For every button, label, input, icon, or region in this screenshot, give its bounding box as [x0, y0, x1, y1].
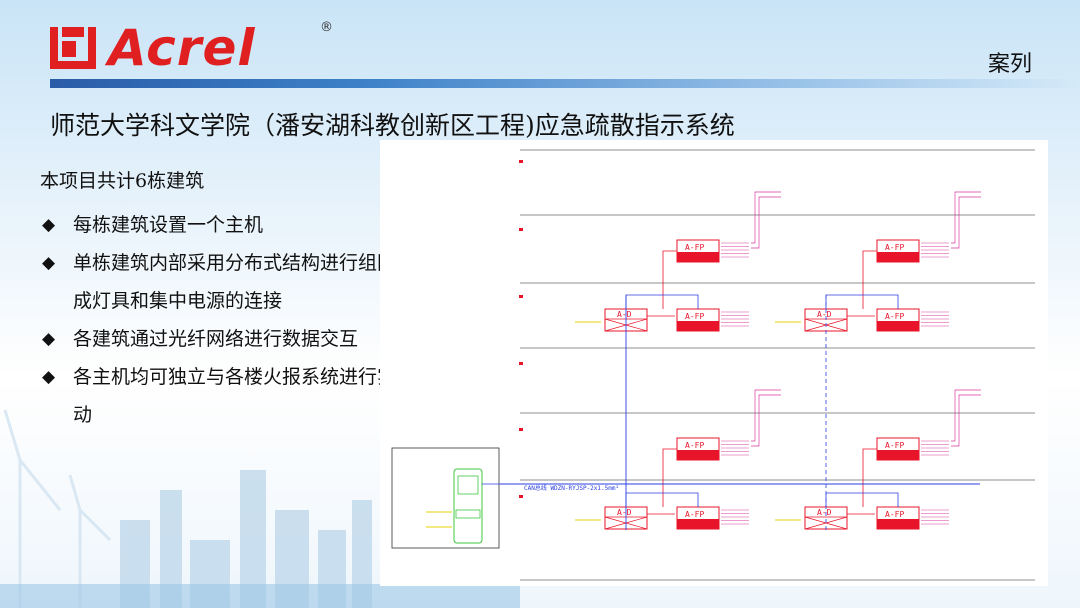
host-panel	[391, 447, 500, 549]
fp-box-label: A-FP	[885, 243, 904, 252]
bullet-text: 单栋建筑内部采用分布式结构进行组网，完成灯具和集中电源的连接	[73, 252, 435, 312]
link-line	[862, 250, 877, 309]
fp-box-label: A-FP	[685, 510, 704, 519]
bullet-text: 各建筑通过光纤网络进行数据交互	[73, 328, 359, 350]
riser-line	[751, 191, 781, 244]
header-divider	[50, 79, 1080, 88]
can-bus-label: CAN总线 WDZN-RYJSP-2x1.5mm²	[524, 484, 619, 492]
d-box-label: A-D	[817, 310, 832, 319]
riser-line	[951, 394, 981, 447]
bullet-text: 每栋建筑设置一个主机	[73, 214, 264, 236]
fp-box-fill	[877, 450, 919, 460]
page-title: 师范大学科文学院（潘安湖科教创新区工程)应急疏散指示系统	[50, 111, 735, 140]
floor-marker	[519, 295, 523, 298]
link-line	[862, 448, 877, 507]
fp-box-label: A-FP	[685, 312, 704, 321]
fp-box-label: A-FP	[685, 441, 704, 450]
brand-logo: Acrel ®	[48, 19, 333, 77]
bullet-item: ◆ 各主机均可独立与各楼火报系统进行实时联动	[40, 358, 450, 434]
diamond-bullet-icon: ◆	[42, 367, 56, 387]
project-description: 本项目共计6栋建筑 ◆ 每栋建筑设置一个主机 ◆ 单栋建筑内部采用分布式结构进行…	[40, 166, 450, 434]
bullet-text: 各主机均可独立与各楼火报系统进行实时联动	[73, 366, 435, 426]
fp-box-fill	[677, 321, 719, 331]
floor-marker	[519, 362, 523, 365]
bus-drop-line	[625, 294, 699, 309]
intro-text: 本项目共计6栋建筑	[40, 170, 205, 192]
riser-line	[951, 191, 981, 244]
acrel-logo-icon	[50, 27, 96, 69]
d-box-label: A-D	[817, 508, 832, 517]
fp-box-fill	[877, 321, 919, 331]
floor-marker	[519, 495, 523, 498]
bus-drop-line	[825, 492, 899, 507]
link-line	[662, 448, 677, 507]
riser-line	[751, 389, 781, 442]
bullet-item: ◆ 各建筑通过光纤网络进行数据交互	[40, 320, 450, 358]
d-box-label: A-D	[617, 508, 632, 517]
d-box-label: A-D	[617, 310, 632, 319]
fp-box-fill	[877, 252, 919, 262]
fp-box-fill	[677, 252, 719, 262]
floor-marker	[519, 160, 523, 163]
riser-line	[951, 389, 981, 442]
host-module	[455, 509, 481, 519]
link-line	[662, 250, 677, 309]
fp-box-label: A-FP	[685, 243, 704, 252]
bus-drop-line	[625, 492, 699, 507]
fp-box-label: A-FP	[885, 312, 904, 321]
system-wiring-diagram: A-FP A-D A-FP A-FP A-D A-FP A-FP A-D A-FP A-FP A-D…	[380, 140, 1048, 586]
riser-line	[951, 196, 981, 249]
fp-box-label: A-FP	[885, 441, 904, 450]
city-skyline-decoration	[0, 409, 520, 608]
fp-box-fill	[877, 519, 919, 529]
bullet-item: ◆ 每栋建筑设置一个主机	[40, 206, 450, 244]
diamond-bullet-icon: ◆	[42, 253, 56, 273]
fp-box-fill	[677, 519, 719, 529]
fp-box-fill	[677, 450, 719, 460]
logo-text: Acrel	[108, 19, 256, 77]
bus-drop-line	[825, 294, 899, 309]
host-screen	[457, 475, 479, 495]
registered-mark: ®	[320, 20, 333, 35]
bullet-item: ◆ 单栋建筑内部采用分布式结构进行组网，完成灯具和集中电源的连接	[40, 244, 450, 320]
diamond-bullet-icon: ◆	[42, 215, 56, 235]
wiring-diagram-svg: A-FP A-D A-FP A-FP A-D A-FP A-FP A-D A-FP A-FP A-D…	[391, 149, 1035, 581]
riser-line	[751, 196, 781, 249]
floor-marker	[519, 428, 523, 431]
host-cabinet	[453, 468, 483, 544]
fp-box-label: A-FP	[885, 510, 904, 519]
riser-line	[751, 394, 781, 447]
floor-marker	[519, 228, 523, 231]
section-tag: 案列	[987, 52, 1032, 77]
diamond-bullet-icon: ◆	[42, 329, 56, 349]
